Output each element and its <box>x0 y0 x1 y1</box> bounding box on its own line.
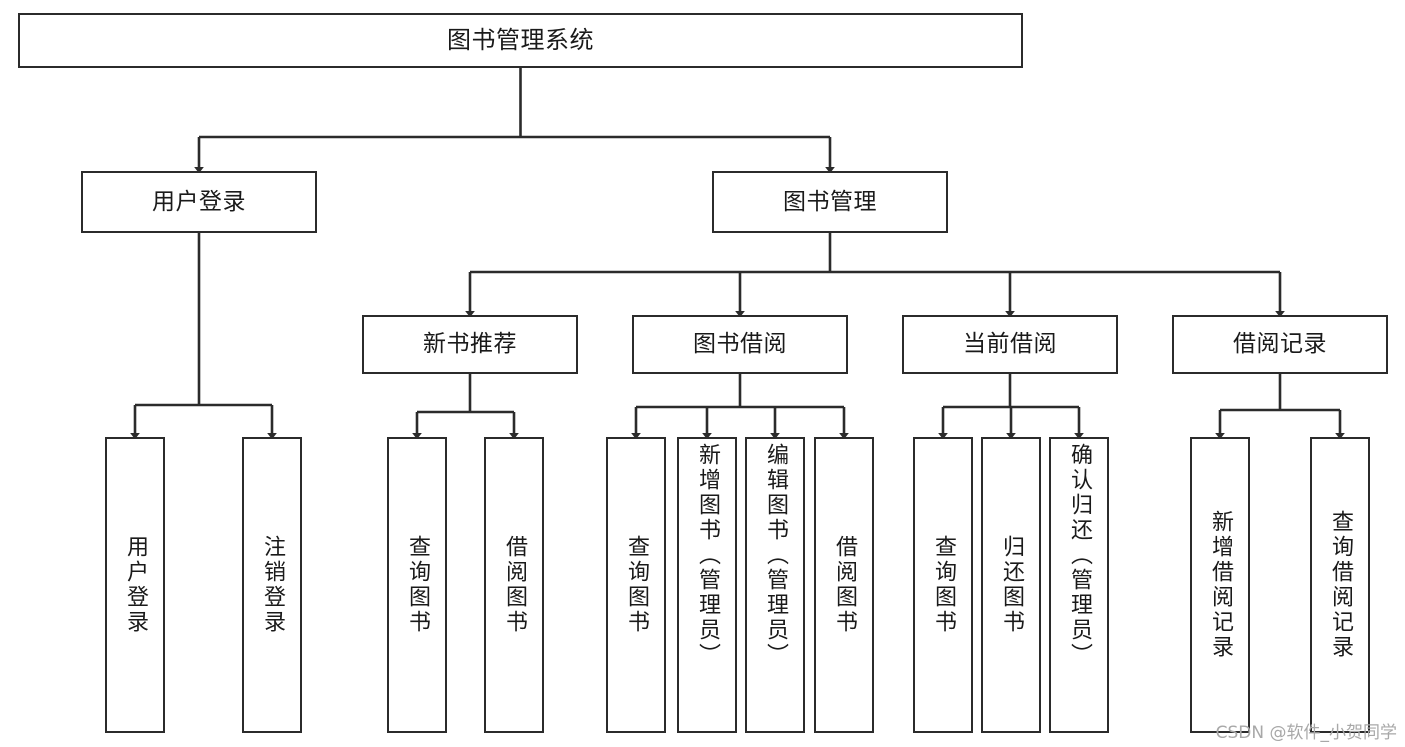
edge-group <box>130 68 1345 440</box>
node-l-bor-3[interactable]: 编辑图书（管理员） <box>745 437 805 733</box>
node-label: 借阅记录 <box>1233 331 1327 358</box>
node-label: 查询图书 <box>931 535 956 635</box>
node-label: 图书借阅 <box>693 331 787 358</box>
node-label: 查询图书 <box>624 535 649 635</box>
node-l-cur-1[interactable]: 查询图书 <box>913 437 973 733</box>
node-label: 查询借阅记录 <box>1328 510 1353 660</box>
node-label: 归还图书 <box>999 535 1024 635</box>
node-label: 借阅图书 <box>502 535 527 635</box>
node-l-login-2[interactable]: 注销登录 <box>242 437 302 733</box>
node-current[interactable]: 当前借阅 <box>902 315 1118 374</box>
node-l-new-2[interactable]: 借阅图书 <box>484 437 544 733</box>
node-label: 用户登录 <box>123 535 148 635</box>
node-l-bor-1[interactable]: 查询图书 <box>606 437 666 733</box>
node-bookmgmt[interactable]: 图书管理 <box>712 171 948 233</box>
node-l-new-1[interactable]: 查询图书 <box>387 437 447 733</box>
node-l-login-1[interactable]: 用户登录 <box>105 437 165 733</box>
node-label: 新增图书（管理员） <box>695 443 720 668</box>
node-l-cur-3[interactable]: 确认归还（管理员） <box>1049 437 1109 733</box>
node-label: 图书管理 <box>783 188 877 215</box>
node-records[interactable]: 借阅记录 <box>1172 315 1388 374</box>
node-login[interactable]: 用户登录 <box>81 171 317 233</box>
node-newbook[interactable]: 新书推荐 <box>362 315 578 374</box>
node-label: 新增借阅记录 <box>1208 510 1233 660</box>
node-label: 图书管理系统 <box>447 25 594 54</box>
node-l-cur-2[interactable]: 归还图书 <box>981 437 1041 733</box>
node-l-bor-4[interactable]: 借阅图书 <box>814 437 874 733</box>
node-label: 注销登录 <box>260 535 285 635</box>
node-root[interactable]: 图书管理系统 <box>18 13 1023 68</box>
node-label: 当前借阅 <box>963 331 1057 358</box>
node-label: 查询图书 <box>405 535 430 635</box>
node-l-bor-2[interactable]: 新增图书（管理员） <box>677 437 737 733</box>
node-label: 新书推荐 <box>423 331 517 358</box>
node-label: 确认归还（管理员） <box>1067 443 1092 668</box>
node-label: 用户登录 <box>152 188 246 215</box>
node-label: 借阅图书 <box>832 535 857 635</box>
node-borrow[interactable]: 图书借阅 <box>632 315 848 374</box>
node-l-rec-2[interactable]: 查询借阅记录 <box>1310 437 1370 733</box>
node-label: 编辑图书（管理员） <box>763 443 788 668</box>
node-l-rec-1[interactable]: 新增借阅记录 <box>1190 437 1250 733</box>
